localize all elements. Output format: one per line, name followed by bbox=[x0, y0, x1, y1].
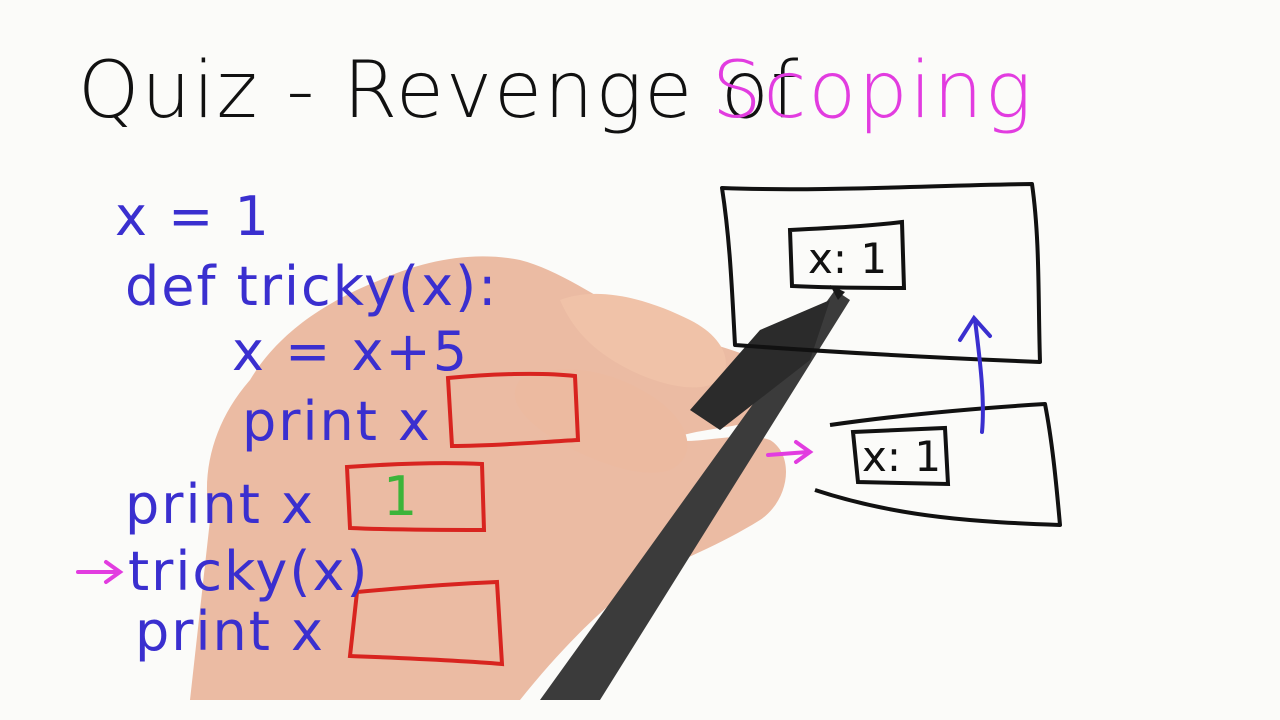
code-line-assign: x = 1 bbox=[115, 185, 271, 248]
global-frame-box bbox=[720, 182, 1042, 364]
code-line-increment: x = x+5 bbox=[232, 320, 470, 383]
answer-2-value: 1 bbox=[383, 465, 418, 528]
answer-box-3 bbox=[347, 579, 505, 667]
local-frame-box bbox=[814, 402, 1062, 527]
thumb-shape bbox=[514, 369, 688, 473]
code-line-print-after: print x bbox=[135, 600, 326, 663]
answer-box-2 bbox=[344, 461, 487, 533]
global-var-label: x: 1 bbox=[808, 234, 888, 283]
finger-shape bbox=[560, 293, 726, 388]
title-text: Quiz - Revenge of bbox=[78, 46, 801, 136]
parent-pointer-arrow bbox=[973, 318, 985, 434]
magenta-arrow-frame bbox=[766, 450, 810, 457]
code-line-call: tricky(x) bbox=[128, 540, 370, 603]
local-var-label: x: 1 bbox=[862, 432, 942, 481]
global-var-box bbox=[787, 219, 907, 291]
code-line-print-before: print x bbox=[125, 473, 316, 536]
title-highlight: Scoping bbox=[712, 46, 1034, 136]
local-var-box bbox=[850, 425, 951, 487]
code-line-print-inner: print x bbox=[242, 390, 433, 453]
answer-box-1 bbox=[445, 371, 581, 449]
code-line-def: def tricky(x): bbox=[125, 255, 499, 318]
pen-icon bbox=[540, 290, 850, 700]
